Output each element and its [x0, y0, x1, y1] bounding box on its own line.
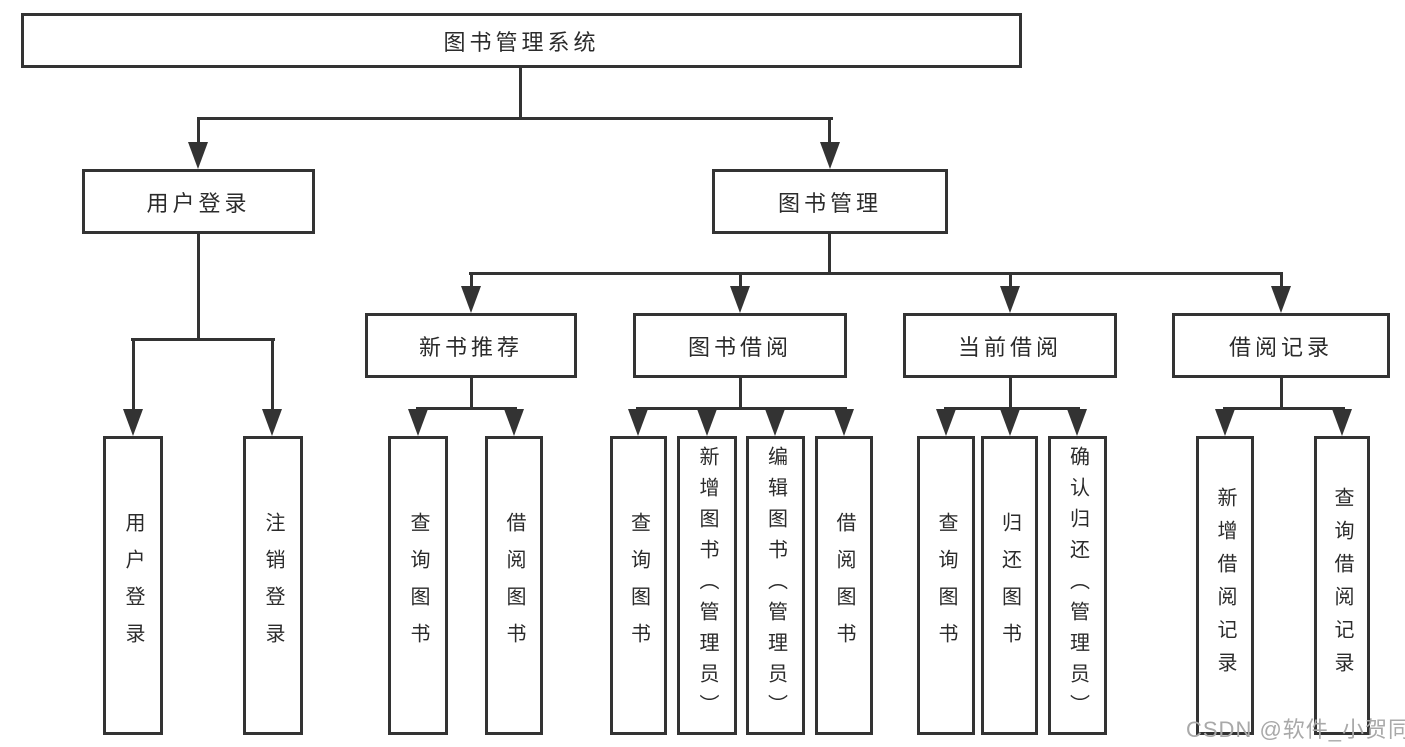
connector-new-book-split — [416, 407, 517, 410]
connector-user-login-stem — [197, 231, 200, 338]
leaf-query-books-borrow-label: 查询图书 — [627, 511, 650, 660]
leaf-query-books-borrow: 查询图书 — [610, 436, 667, 735]
node-root-label: 图书管理系统 — [443, 29, 600, 55]
arrow-to-leaf-query-books-borrow — [628, 409, 648, 436]
leaf-query-books-newrec: 查询图书 — [388, 436, 448, 735]
arrow-to-book-mgmt — [820, 142, 840, 169]
leaf-borrow-books-borrow: 借阅图书 — [815, 436, 873, 735]
arrow-to-borrowing-records — [1271, 286, 1291, 313]
connector-borrow-records-stem — [1280, 375, 1283, 407]
connector-book-borrow-split — [636, 407, 847, 410]
arrow-to-leaf-return-books — [1000, 409, 1020, 436]
node-book-borrowing-label: 图书借阅 — [687, 334, 792, 360]
node-book-management: 图书管理 — [712, 169, 948, 234]
connector-borrow-records-split — [1223, 407, 1345, 410]
arrow-to-leaf-add-books-admin — [697, 409, 717, 436]
connector-new-book-drop — [470, 274, 473, 288]
leaf-return-books-label: 归还图书 — [998, 511, 1021, 660]
connector-book-mgmt-stem — [828, 231, 831, 272]
connector-root-stem — [519, 67, 522, 117]
node-new-book-recommend-label: 新书推荐 — [418, 334, 523, 360]
arrow-to-leaf-add-borrow-record — [1215, 409, 1235, 436]
leaf-confirm-return-admin: 确认归还（管理员） — [1048, 436, 1107, 735]
connector-leaf-user-login-drop — [132, 338, 135, 410]
node-user-login: 用户登录 — [82, 169, 315, 234]
leaf-logout: 注销登录 — [243, 436, 303, 735]
node-user-login-label: 用户登录 — [146, 190, 251, 216]
leaf-borrow-books-borrow-label: 借阅图书 — [833, 511, 855, 660]
arrow-to-leaf-edit-books-admin — [765, 409, 785, 436]
leaf-confirm-return-admin-label: 确认归还（管理员） — [1066, 446, 1089, 725]
arrow-to-book-borrowing — [730, 286, 750, 313]
arrow-to-leaf-user-login — [123, 409, 143, 436]
connector-user-login-split — [131, 338, 275, 341]
leaf-query-books-newrec-label: 查询图书 — [407, 511, 429, 660]
connector-borrow-records-drop — [1280, 274, 1283, 288]
leaf-add-books-admin: 新增图书（管理员） — [677, 436, 737, 735]
connector-new-book-stem — [470, 375, 473, 407]
leaf-borrow-books-newrec-label: 借阅图书 — [503, 511, 525, 660]
connector-user-login-drop — [197, 117, 200, 145]
arrow-to-leaf-confirm-return-admin — [1067, 409, 1087, 436]
node-current-borrowing-label: 当前借阅 — [957, 334, 1062, 360]
leaf-edit-books-admin: 编辑图书（管理员） — [746, 436, 805, 735]
leaf-add-borrow-record: 新增借阅记录 — [1196, 436, 1254, 735]
connector-book-borrow-drop — [739, 274, 742, 288]
node-borrowing-records: 借阅记录 — [1172, 313, 1390, 378]
connector-current-borrow-split — [944, 407, 1080, 410]
leaf-user-login-label: 用户登录 — [122, 511, 144, 660]
arrow-to-leaf-borrow-books-borrow — [834, 409, 854, 436]
connector-leaf-logout-drop — [271, 338, 274, 410]
arrow-to-user-login — [188, 142, 208, 169]
leaf-return-books: 归还图书 — [981, 436, 1038, 735]
connector-level3-split — [469, 272, 1283, 275]
arrow-to-current-borrowing — [1000, 286, 1020, 313]
leaf-query-books-current: 查询图书 — [917, 436, 975, 735]
connector-book-borrow-stem — [739, 375, 742, 407]
node-book-borrowing: 图书借阅 — [633, 313, 847, 378]
arrow-to-leaf-logout — [262, 409, 282, 436]
leaf-query-books-current-label: 查询图书 — [935, 511, 957, 660]
arrow-to-leaf-query-borrow-record — [1332, 409, 1352, 436]
connector-book-mgmt-drop — [828, 117, 831, 145]
node-library-management-system: 图书管理系统 — [21, 13, 1022, 68]
arrow-to-leaf-query-books-current — [936, 409, 956, 436]
leaf-query-borrow-record: 查询借阅记录 — [1314, 436, 1370, 735]
leaf-user-login: 用户登录 — [103, 436, 163, 735]
node-current-borrowing: 当前借阅 — [903, 313, 1117, 378]
leaf-logout-label: 注销登录 — [262, 511, 284, 660]
leaf-add-borrow-record-label: 新增借阅记录 — [1214, 486, 1236, 685]
connector-current-borrow-drop — [1009, 274, 1012, 288]
arrow-to-leaf-borrow-books-newrec — [504, 409, 524, 436]
connector-current-borrow-stem — [1009, 375, 1012, 407]
leaf-borrow-books-newrec: 借阅图书 — [485, 436, 543, 735]
node-book-management-label: 图书管理 — [777, 190, 882, 216]
csdn-watermark: CSDN @软件_小贺同学 — [1186, 717, 1405, 742]
node-borrowing-records-label: 借阅记录 — [1228, 334, 1333, 360]
leaf-edit-books-admin-label: 编辑图书（管理员） — [764, 446, 787, 725]
node-new-book-recommend: 新书推荐 — [365, 313, 577, 378]
leaf-query-borrow-record-label: 查询借阅记录 — [1331, 486, 1353, 685]
arrow-to-new-book-recommend — [461, 286, 481, 313]
arrow-to-leaf-query-books-newrec — [408, 409, 428, 436]
leaf-add-books-admin-label: 新增图书（管理员） — [696, 446, 718, 725]
connector-level1-split — [197, 117, 833, 120]
